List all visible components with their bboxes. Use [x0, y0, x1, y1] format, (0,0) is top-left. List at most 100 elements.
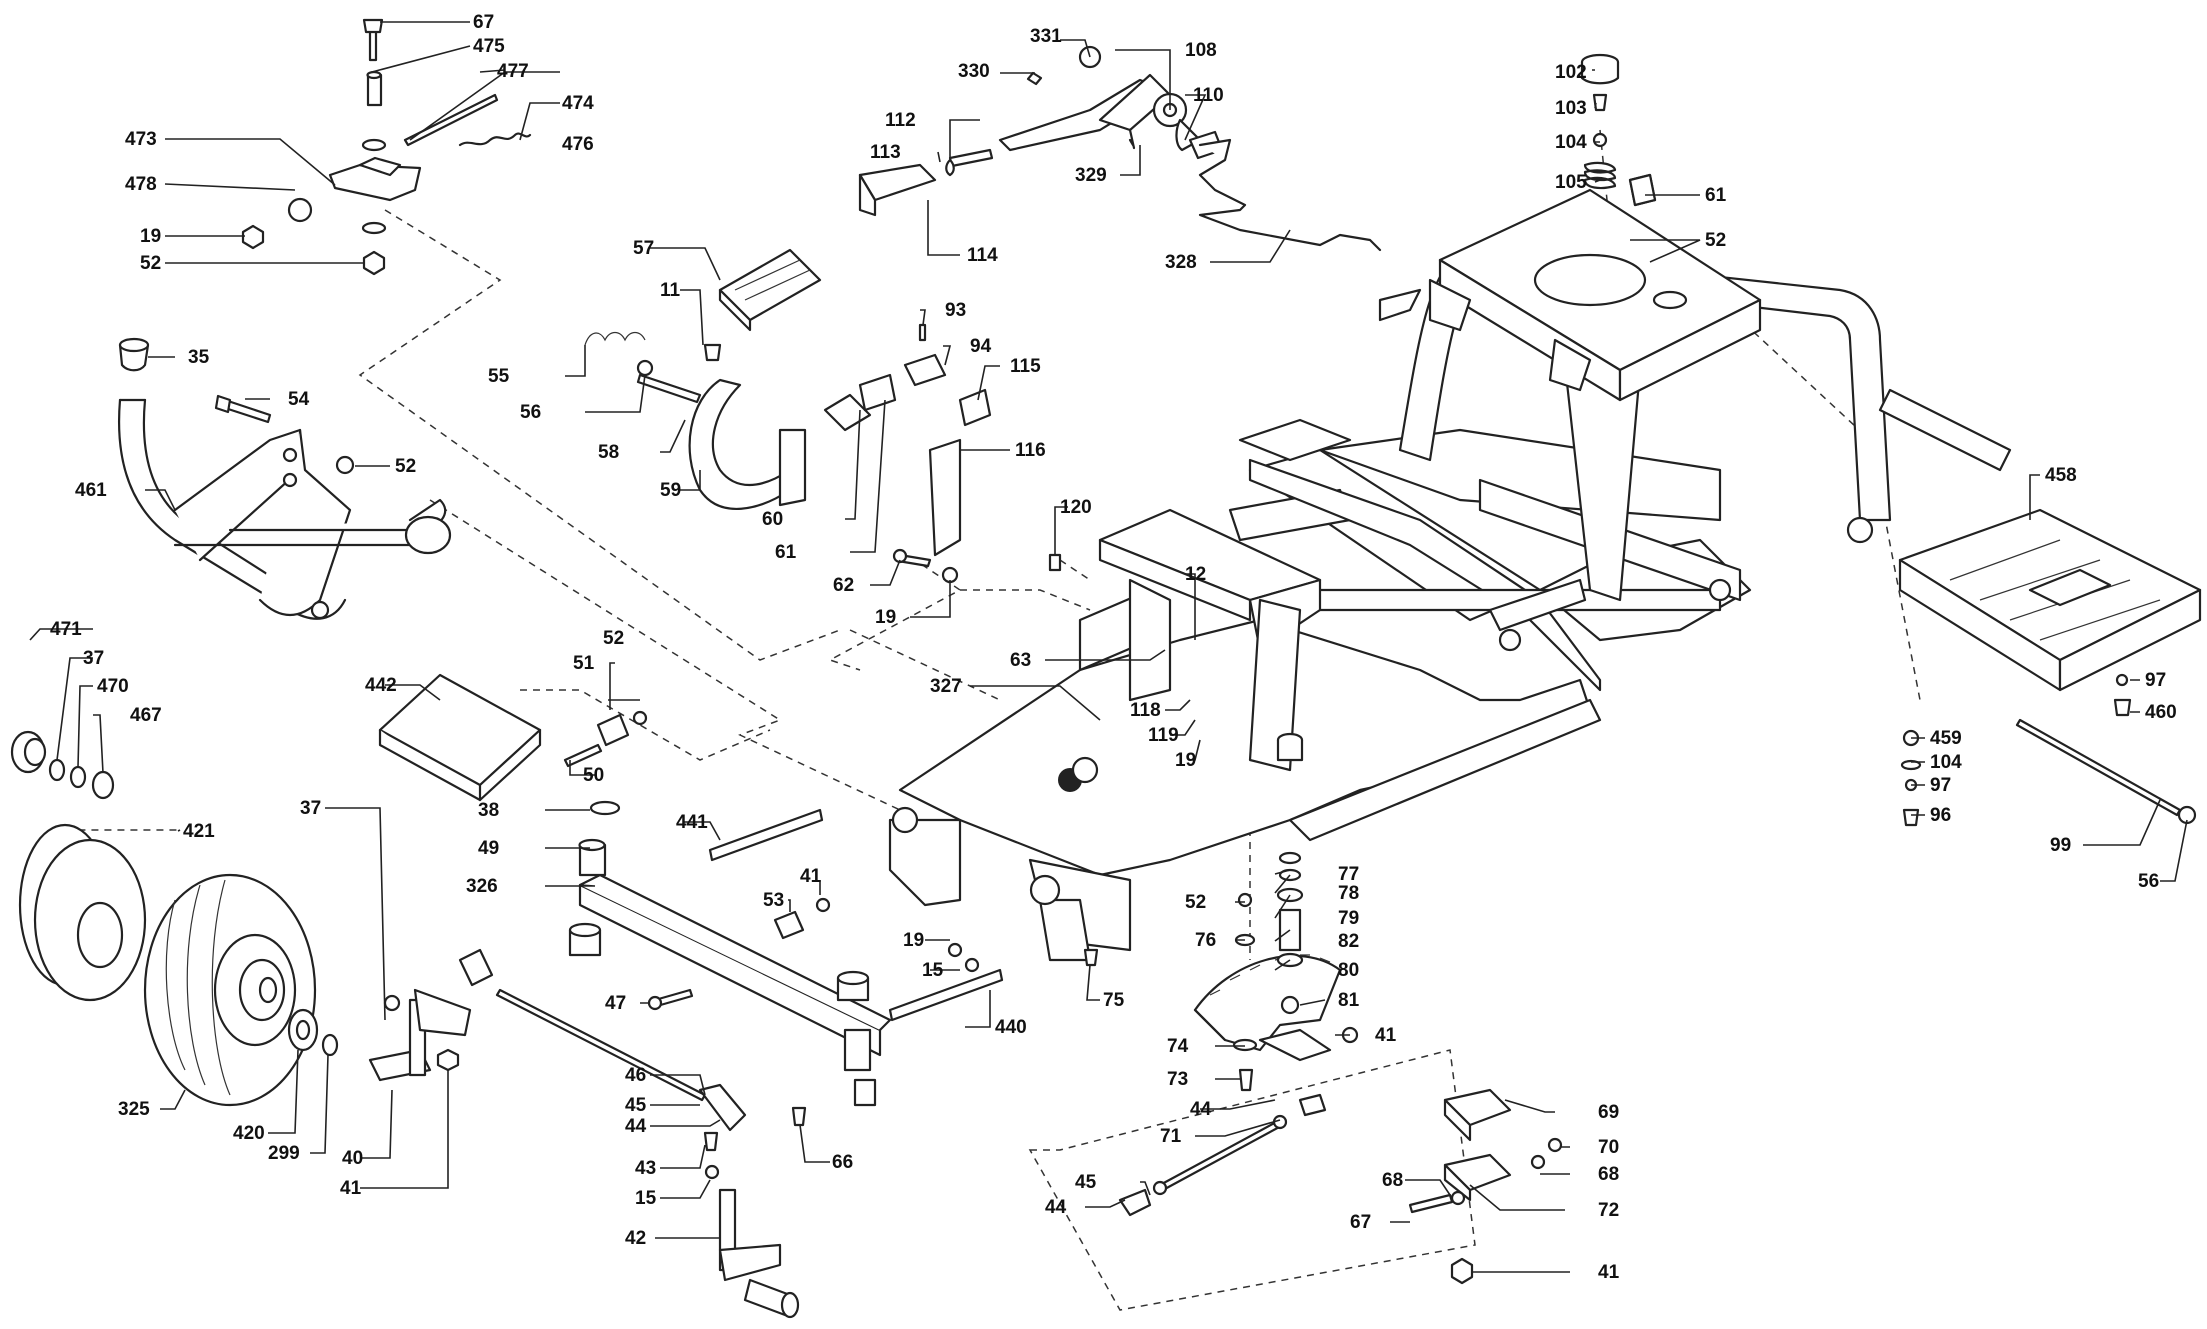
- nut-19-axle: [947, 942, 963, 958]
- bolt-460: [2113, 698, 2132, 717]
- callout-70: 70: [1598, 1137, 1619, 1158]
- pin-58: [636, 373, 702, 404]
- leader-lines: [29, 21, 2188, 1273]
- callout-44-mid: 44: [1190, 1099, 1212, 1120]
- nut-41-spindle: [436, 1048, 460, 1072]
- callout-52-top: 52: [140, 253, 161, 274]
- lever-assembly-473: [241, 18, 532, 276]
- callout-41-spindle: 41: [340, 1178, 362, 1199]
- front-bumper-461: [118, 398, 452, 620]
- rod-328: [1198, 138, 1382, 252]
- callout-12: 12: [1185, 564, 1206, 585]
- callout-471: 471: [50, 619, 82, 640]
- bracket-69: [1443, 1088, 1512, 1142]
- callout-42: 42: [625, 1228, 646, 1249]
- callout-467: 467: [130, 705, 162, 726]
- plate-116: [928, 438, 962, 557]
- callout-44-bottom: 44: [1045, 1197, 1067, 1218]
- tire-421: [18, 823, 147, 1002]
- nut-52-steer: [1237, 892, 1253, 908]
- callout-474: 474: [562, 93, 594, 114]
- bolt-96: [1902, 808, 1920, 827]
- callout-459: 459: [1930, 728, 1962, 749]
- spindle-42: [718, 1188, 800, 1319]
- plate-442: [378, 673, 542, 802]
- tie-rod-46: [458, 948, 747, 1132]
- callout-37-left: 37: [83, 648, 104, 669]
- callout-82: 82: [1338, 931, 1359, 952]
- pad-115: [958, 388, 992, 427]
- callout-19-axle: 19: [903, 930, 924, 951]
- nut-41-bottom: [1450, 1257, 1474, 1285]
- washer-68: [1530, 1154, 1546, 1170]
- callout-328: 328: [1165, 252, 1197, 273]
- switch-61: [1628, 173, 1657, 207]
- cap-35: [118, 337, 150, 372]
- callout-56-right: 56: [2138, 871, 2159, 892]
- callout-37-spindle: 37: [300, 798, 321, 819]
- bolt-11: [703, 343, 722, 362]
- callout-49: 49: [478, 838, 499, 859]
- callout-331: 331: [1030, 26, 1062, 47]
- callout-118: 118: [1130, 700, 1161, 721]
- callout-41-axle: 41: [800, 866, 822, 887]
- callout-458: 458: [2045, 465, 2077, 486]
- bolt-50: [563, 743, 603, 768]
- pedal-arm-59: [688, 378, 807, 511]
- callout-477: 477: [497, 61, 529, 82]
- callout-52-steer: 52: [1185, 892, 1206, 913]
- callout-420: 420: [233, 1123, 265, 1144]
- callout-63: 63: [1010, 650, 1031, 671]
- callout-15-left: 15: [635, 1188, 657, 1209]
- callout-52-axle: 52: [603, 628, 624, 649]
- callout-60: 60: [762, 509, 783, 530]
- callout-440: 440: [995, 1017, 1027, 1038]
- callout-441: 441: [676, 812, 708, 833]
- callout-299: 299: [268, 1143, 300, 1164]
- callout-80: 80: [1338, 960, 1359, 981]
- callout-329: 329: [1075, 165, 1107, 186]
- callout-68-right: 68: [1598, 1164, 1619, 1185]
- callout-94: 94: [970, 336, 992, 357]
- callout-labels: 67 475 477 474 476 473 478 19 52 331 330…: [50, 12, 2177, 1283]
- callout-61-left: 61: [775, 542, 797, 563]
- ring-37: [48, 758, 66, 782]
- spring-55: [584, 331, 646, 346]
- callout-52-bumper: 52: [395, 456, 416, 477]
- bolt-54: [214, 394, 272, 424]
- callout-19-pedal: 19: [875, 607, 896, 628]
- callout-19-top: 19: [140, 226, 161, 247]
- callout-93: 93: [945, 300, 966, 321]
- rod-99: [2015, 718, 2197, 825]
- callout-470: 470: [97, 676, 129, 697]
- callout-97-right: 97: [1930, 775, 1951, 796]
- bearing-471: [10, 730, 47, 774]
- lever-108: [858, 45, 1224, 217]
- callout-79: 79: [1338, 908, 1359, 929]
- nut-41-axle: [815, 897, 831, 913]
- callout-96: 96: [1930, 805, 1951, 826]
- bolt-73: [1238, 1068, 1254, 1092]
- callout-478: 478: [125, 174, 157, 195]
- callout-476: 476: [562, 134, 594, 155]
- callout-43: 43: [635, 1158, 656, 1179]
- callout-475: 475: [473, 36, 505, 57]
- washer-104: [1900, 759, 1922, 771]
- callout-19-dash: 19: [1175, 750, 1196, 771]
- bushing-467: [91, 770, 115, 800]
- callout-67-bottom: 67: [1350, 1212, 1371, 1233]
- callout-68-left: 68: [1382, 1170, 1403, 1191]
- callout-66: 66: [832, 1152, 853, 1173]
- spindle-40: [368, 988, 472, 1082]
- bolt-47: [647, 988, 694, 1011]
- callout-71: 71: [1160, 1126, 1182, 1147]
- callout-112: 112: [885, 110, 916, 131]
- callout-119: 119: [1148, 725, 1179, 746]
- grease-66: [791, 1106, 807, 1127]
- callout-116: 116: [1015, 440, 1046, 461]
- callout-41-bottom: 41: [1598, 1262, 1620, 1283]
- callout-103: 103: [1555, 98, 1587, 119]
- callout-78: 78: [1338, 883, 1359, 904]
- spacer-53: [773, 910, 805, 940]
